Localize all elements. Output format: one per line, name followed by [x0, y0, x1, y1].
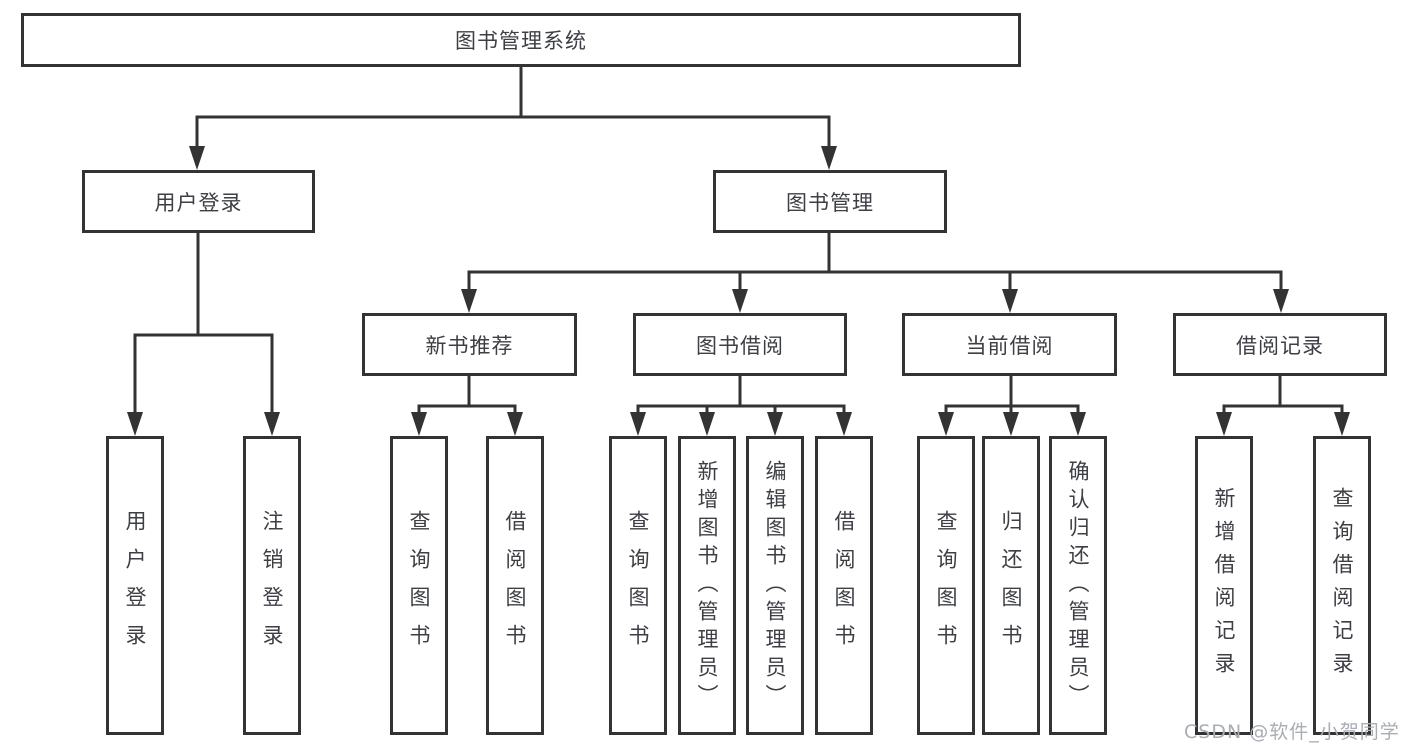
arrowhead-leaf-borrow-books-2 [836, 412, 852, 436]
leaf-confirm-return-admin: 确认归还（管理员） [1049, 436, 1107, 735]
leaf-add-book-admin: 新增图书（管理员） [678, 436, 736, 735]
node-library-system: 图书管理系统 [21, 13, 1021, 67]
csdn-watermark: CSDN @软件_小贺同学 [1184, 721, 1400, 743]
arrowhead-leaf-user-login [127, 412, 143, 436]
arrowhead-leaf-add-record [1216, 412, 1232, 436]
arrowhead-leaf-add-book [699, 412, 715, 436]
node-user-login: 用户登录 [82, 170, 315, 233]
arrowhead-book-borrow-node [732, 289, 748, 313]
arrowhead-leaf-edit-book [767, 412, 783, 436]
arrowhead-user-login-node [189, 146, 205, 170]
leaf-query-books-1: 查询图书 [390, 436, 448, 735]
node-book-management-label: 图书管理 [786, 190, 874, 215]
leaf-query-books-3: 查询图书 [917, 436, 975, 735]
node-library-system-label: 图书管理系统 [455, 29, 587, 53]
connector-newbook-rail [417, 404, 517, 416]
arrowhead-leaf-query-record [1334, 412, 1350, 436]
leaf-borrow-books-1: 借阅图书 [486, 436, 544, 735]
node-book-borrow-label: 图书借阅 [696, 333, 784, 358]
arrowhead-leaf-logout [264, 412, 280, 436]
arrowhead-new-book-node [461, 289, 477, 313]
arrowhead-leaf-query-books-2 [630, 412, 646, 436]
connector-records-rail [1222, 404, 1344, 416]
arrowhead-leaf-confirm-return [1070, 412, 1086, 436]
node-user-login-label: 用户登录 [154, 190, 243, 215]
leaf-user-login: 用户登录 [106, 436, 164, 735]
connector-bookmgmt-rail [467, 270, 1283, 293]
leaf-query-borrow-record: 查询借阅记录 [1313, 436, 1371, 735]
connector-userlogin-rail [133, 333, 274, 416]
arrowhead-current-borrow-node [1002, 289, 1018, 313]
leaf-query-books-2: 查询图书 [609, 436, 667, 735]
node-new-book-recommend-label: 新书推荐 [425, 333, 514, 358]
connector-borrow-rail [636, 404, 846, 416]
node-current-borrow-label: 当前借阅 [965, 333, 1054, 358]
leaf-edit-book-admin: 编辑图书（管理员） [746, 436, 804, 735]
arrowhead-leaf-query-books-1 [411, 412, 427, 436]
arrowhead-book-management-node [821, 146, 837, 170]
node-borrow-records: 借阅记录 [1173, 313, 1387, 376]
arrowhead-leaf-borrow-books-1 [507, 412, 523, 436]
node-book-borrow: 图书借阅 [633, 313, 847, 376]
node-book-management: 图书管理 [713, 170, 947, 233]
arrowhead-leaf-return-books [1003, 412, 1019, 436]
node-current-borrow: 当前借阅 [902, 313, 1117, 376]
leaf-borrow-books-2: 借阅图书 [815, 436, 873, 735]
arrowhead-borrow-records-node [1273, 289, 1289, 313]
connector-root-rail [195, 115, 831, 150]
leaf-return-books: 归还图书 [982, 436, 1040, 735]
node-borrow-records-label: 借阅记录 [1236, 333, 1324, 358]
arrowhead-leaf-query-books-3 [938, 412, 954, 436]
node-new-book-recommend: 新书推荐 [362, 313, 577, 376]
leaf-logout: 注销登录 [243, 436, 301, 735]
leaf-add-borrow-record: 新增借阅记录 [1195, 436, 1253, 735]
